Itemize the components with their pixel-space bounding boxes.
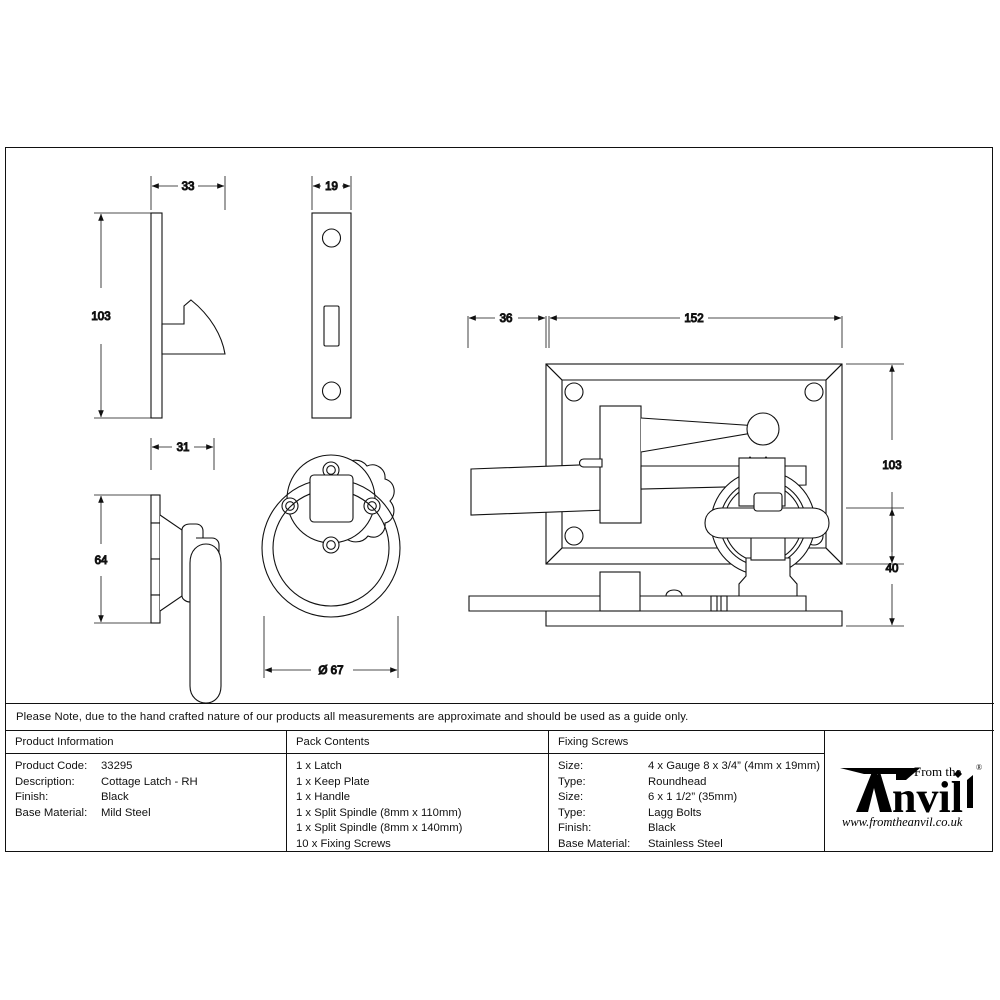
pack-contents-column: Pack Contents 1 x Latch 1 x Keep Plate 1… — [287, 731, 549, 851]
finish-key: Finish: — [15, 791, 49, 804]
view-handle-side — [150, 494, 222, 703]
dimension-33 — [150, 176, 226, 210]
base-material-key: Base Material: — [15, 806, 88, 819]
specification-table: Product Information Product Code: 33295 … — [6, 731, 994, 851]
fixing-base-material-value: Stainless Steel — [648, 837, 723, 850]
table-row: Description: Cottage Latch - RH — [15, 775, 286, 791]
fixing-size-1-key: Size: — [558, 760, 584, 772]
list-item: 1 x Split Spindle (8mm x 140mm) — [296, 822, 463, 835]
fixing-type-2-key: Type: — [558, 806, 586, 819]
view-latch-elevation — [150, 212, 226, 419]
product-information-heading: Product Information — [6, 731, 286, 754]
list-item: 10 x Fixing Screws — [296, 837, 391, 850]
product-code-value: 33295 — [101, 760, 133, 772]
from-the-anvil-logo-icon: nvil From the ® www.fromtheanvil.co.uk — [839, 763, 982, 829]
dim-label-152: 152 — [684, 313, 703, 325]
measurement-note-text: Please Note, due to the hand crafted nat… — [16, 711, 689, 723]
dim-label-19: 19 — [325, 181, 338, 193]
dim-label-64: 64 — [95, 555, 108, 567]
dim-label-103-right: 103 — [882, 460, 901, 472]
fixing-screws-body: Size: 4 x Gauge 8 x 3/4” (4mm x 19mm) Ty… — [549, 754, 824, 853]
logo-brand-text: nvil — [892, 773, 963, 822]
table-row: Type: Roundhead — [558, 775, 824, 791]
base-material-value: Mild Steel — [101, 806, 151, 819]
product-information-column: Product Information Product Code: 33295 … — [6, 731, 287, 851]
dim-label-40: 40 — [886, 563, 899, 575]
logo-website-text: www.fromtheanvil.co.uk — [842, 815, 963, 829]
measurement-note-strip: Please Note, due to the hand crafted nat… — [6, 703, 994, 731]
fixing-type-2-value: Lagg Bolts — [648, 806, 702, 819]
fixing-type-1-value: Roundhead — [648, 775, 707, 788]
fixing-finish-key: Finish: — [558, 822, 592, 835]
table-row: Size: 6 x 1 1/2” (35mm) — [558, 790, 824, 806]
table-row: Base Material: Mild Steel — [15, 806, 286, 822]
pack-contents-body: 1 x Latch 1 x Keep Plate 1 x Handle 1 x … — [287, 754, 548, 853]
pack-contents-heading: Pack Contents — [287, 731, 548, 754]
list-item: 1 x Split Spindle (8mm x 110mm) — [296, 806, 462, 819]
dim-label-36: 36 — [500, 313, 513, 325]
dimension-40 — [846, 507, 904, 627]
dimension-36 — [467, 315, 547, 348]
fixing-screws-column: Fixing Screws Size: 4 x Gauge 8 x 3/4” (… — [549, 731, 825, 851]
description-key: Description: — [15, 775, 75, 788]
table-row: Type: Lagg Bolts — [558, 806, 824, 822]
brand-logo-column: nvil From the ® www.fromtheanvil.co.uk — [825, 731, 994, 851]
list-item: 1 x Handle — [296, 791, 351, 804]
brand-logo: nvil From the ® www.fromtheanvil.co.uk — [825, 731, 994, 851]
table-row: Size: 4 x Gauge 8 x 3/4” (4mm x 19mm) — [558, 759, 824, 775]
dimension-103-left — [94, 212, 158, 419]
dimension-31 — [150, 438, 215, 470]
dimension-19 — [311, 176, 352, 210]
table-row: Base Material: Stainless Steel — [558, 837, 824, 853]
view-assembly-side-section — [468, 492, 843, 627]
fixing-finish-value: Black — [648, 822, 676, 835]
dim-label-31: 31 — [177, 442, 190, 454]
dimension-152 — [548, 315, 843, 348]
diamond-bullet-icon — [953, 770, 962, 778]
product-information-body: Product Code: 33295 Description: Cottage… — [6, 754, 286, 821]
table-row: Product Code: 33295 — [15, 759, 286, 775]
table-row: Finish: Black — [558, 821, 824, 837]
dim-label-33: 33 — [182, 181, 195, 193]
list-item: 1 x Keep Plate — [296, 775, 370, 788]
product-code-key: Product Code: — [15, 760, 88, 772]
fixing-size-1-value: 4 x Gauge 8 x 3/4” (4mm x 19mm) — [648, 760, 821, 772]
logo-tagline: From the — [914, 764, 962, 779]
dimension-64 — [94, 494, 158, 624]
view-keep-plate — [311, 212, 352, 419]
finish-value: Black — [101, 791, 129, 804]
dim-label-103-left: 103 — [91, 311, 110, 323]
logo-registered-mark: ® — [976, 763, 982, 772]
description-value: Cottage Latch - RH — [101, 775, 198, 788]
list-item: 1 x Latch — [296, 760, 342, 772]
fixing-type-1-key: Type: — [558, 775, 586, 788]
fixing-base-material-key: Base Material: — [558, 837, 631, 850]
dim-label-diameter-67: Ø 67 — [319, 665, 344, 677]
fixing-size-2-key: Size: — [558, 791, 584, 804]
view-ring-handle-front — [261, 454, 401, 618]
fixing-screws-heading: Fixing Screws — [549, 731, 824, 754]
fixing-size-2-value: 6 x 1 1/2” (35mm) — [648, 791, 738, 804]
view-latch-assembly — [470, 363, 843, 576]
dimension-diameter-67 — [263, 616, 399, 678]
table-row: Finish: Black — [15, 790, 286, 806]
drawing-sheet-frame: 33 103 — [5, 147, 994, 852]
technical-drawing-canvas: 33 103 — [91, 176, 904, 703]
